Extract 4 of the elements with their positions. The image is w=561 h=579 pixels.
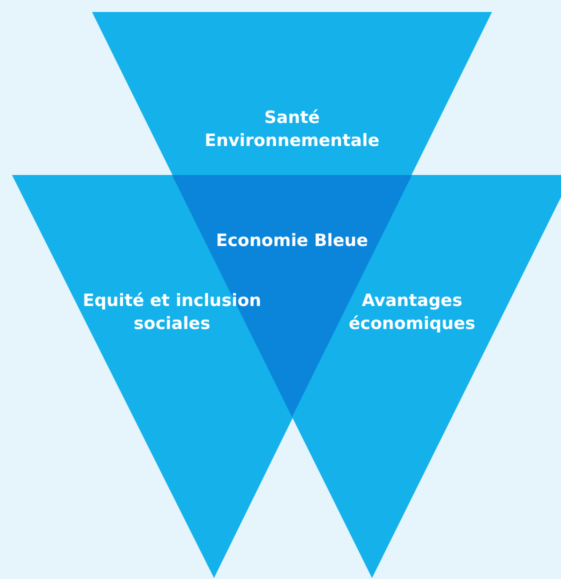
triangle-label: Economie Bleue bbox=[214, 230, 370, 253]
triangle-label: Equité et inclusion sociales bbox=[82, 290, 262, 336]
triangle-label: Avantages économiques bbox=[348, 290, 476, 336]
triangle-label: Santé Environnementale bbox=[204, 107, 380, 153]
